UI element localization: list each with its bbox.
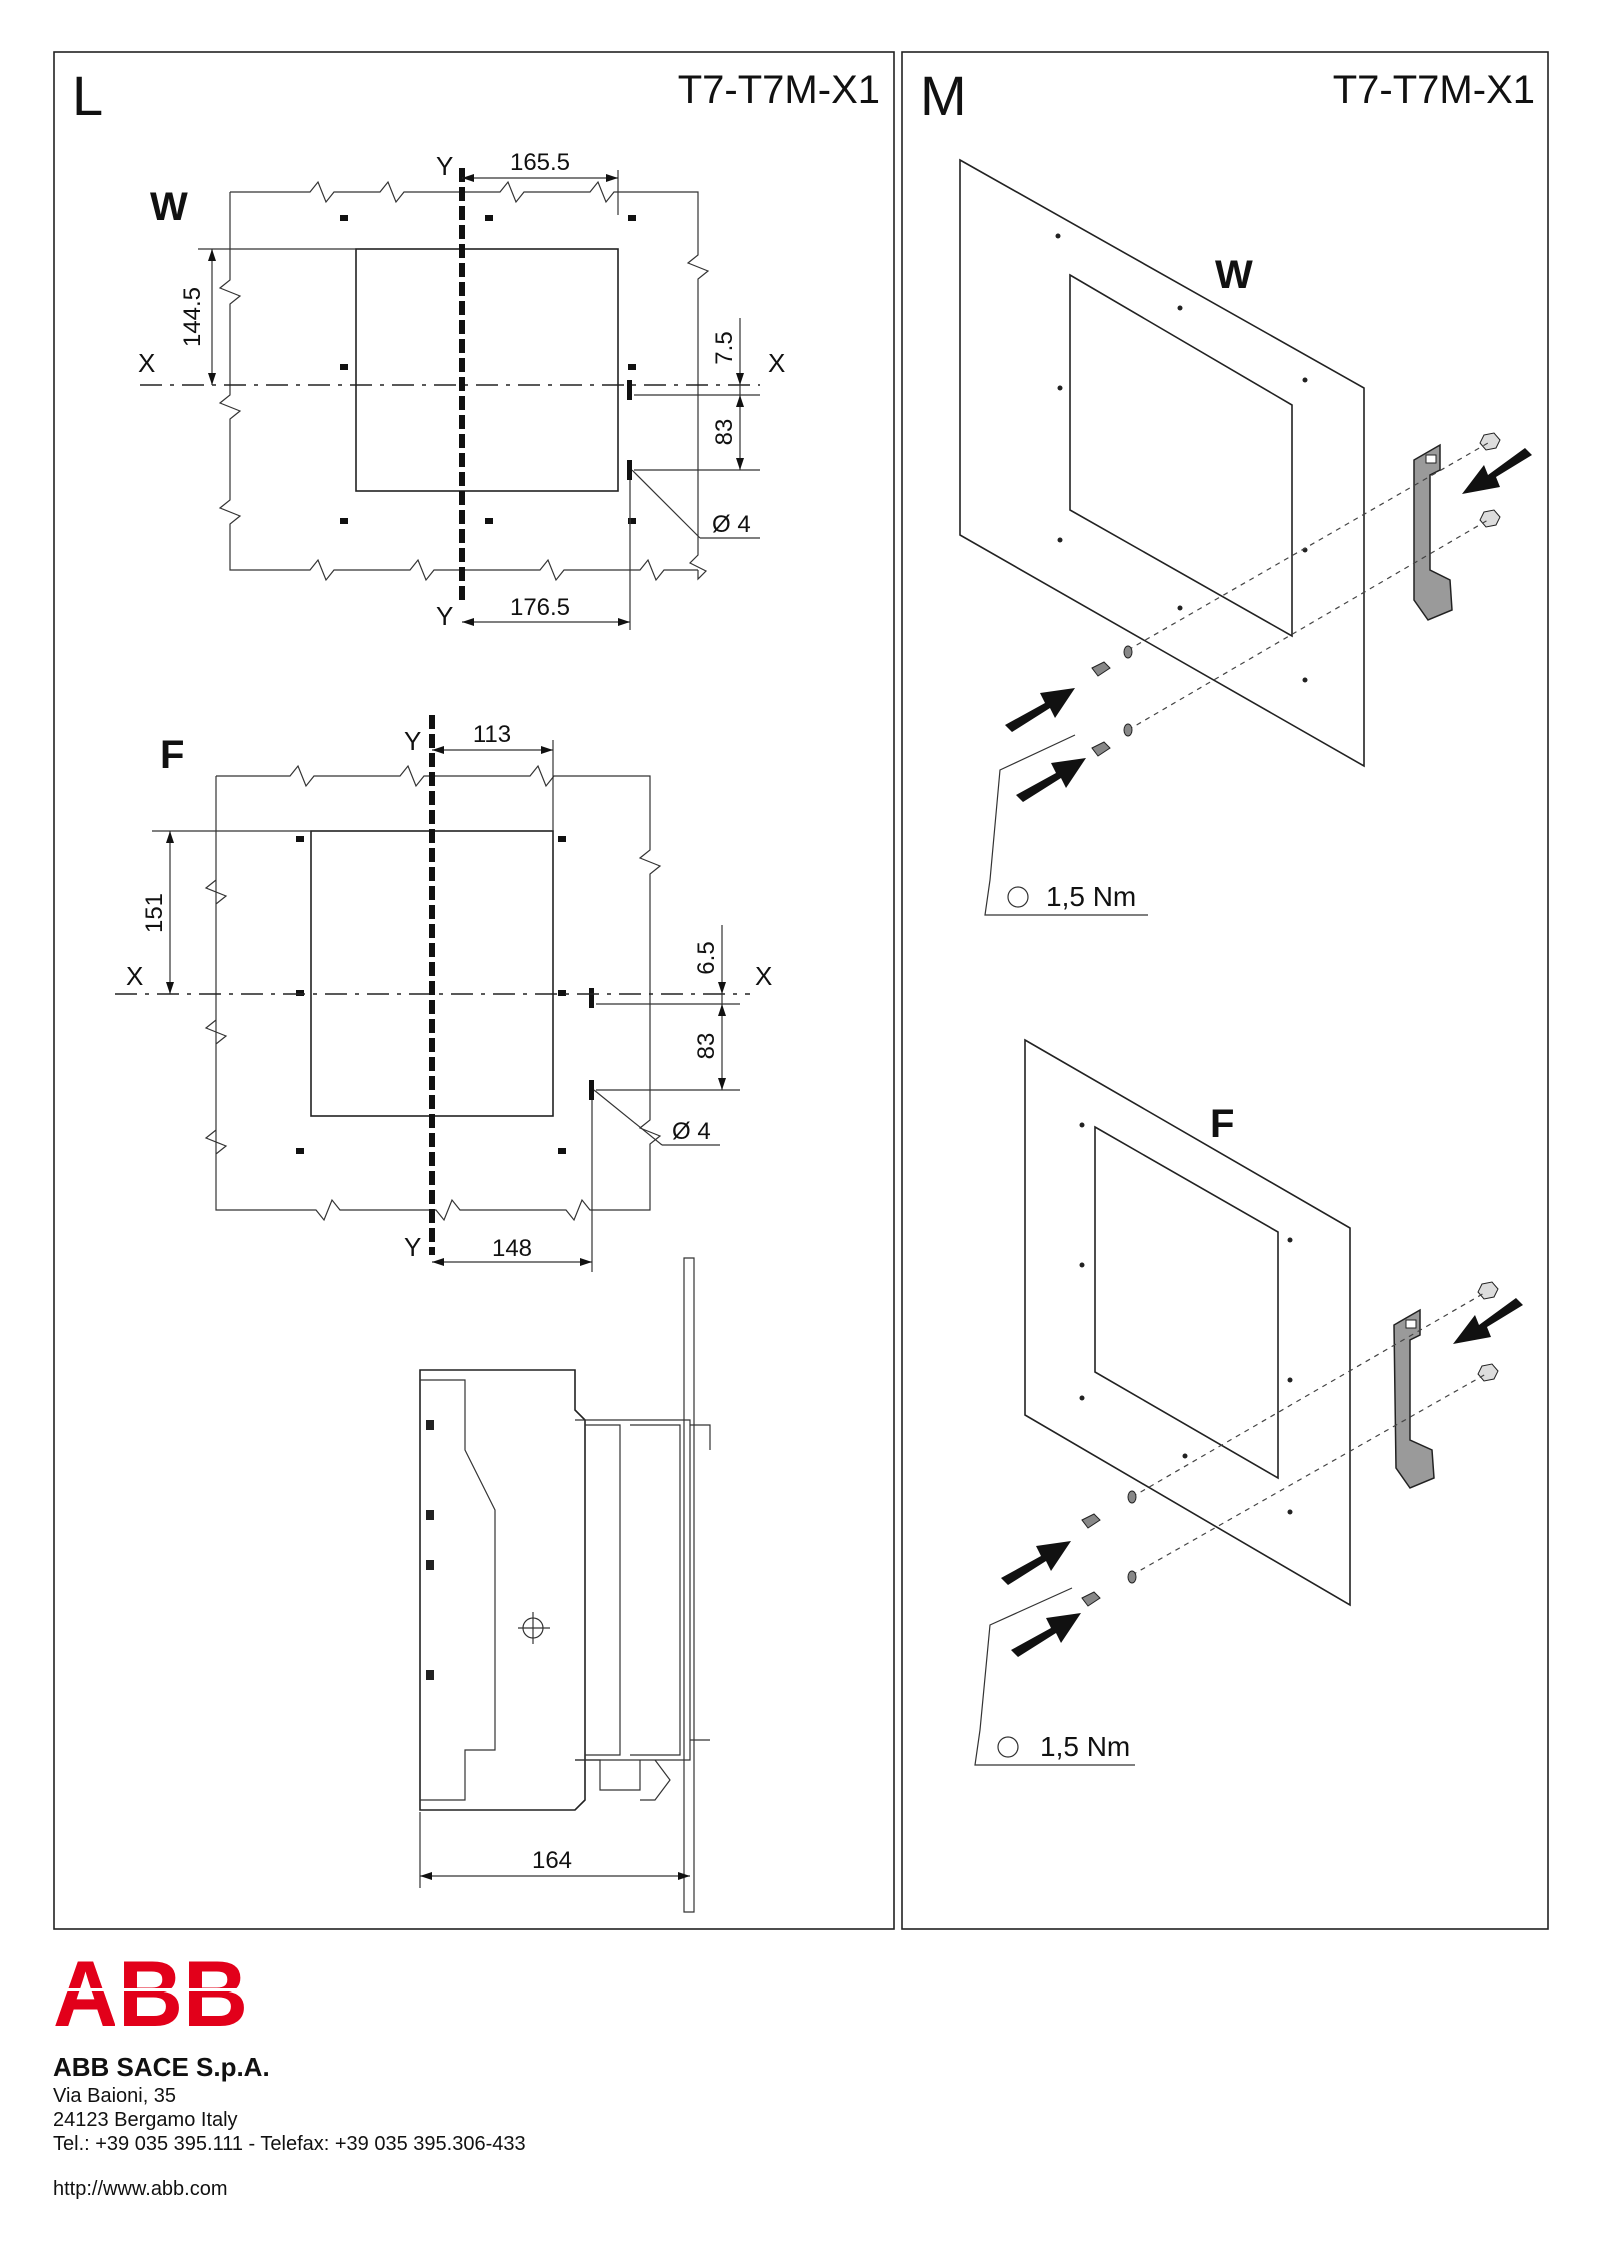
dim-right-small: 6.5 [693, 941, 720, 974]
footer: ABB ABB SACE S.p.A. Via Baioni, 35 24123… [53, 1950, 753, 2250]
screw-icon [1091, 741, 1111, 757]
assembly-view-w: W 1,5 Nm [959, 158, 1532, 916]
contact-phone: Tel.: +39 035 395.111 - Telefax: +39 035… [53, 2133, 526, 2155]
company-name: ABB SACE S.p.A. [53, 2052, 270, 2082]
website-link[interactable]: http://www.abb.com [53, 2178, 228, 2200]
panel-m-frame [901, 51, 1549, 1930]
dim-right: 83 [693, 1033, 720, 1060]
torque-value: 1,5 Nm [1040, 1731, 1130, 1762]
dim-bottom: 176.5 [510, 594, 570, 621]
address-line-1: Via Baioni, 35 [53, 2085, 177, 2107]
mounting-bracket [1413, 443, 1453, 621]
view-w-label: W [150, 185, 188, 229]
panel-m-model: T7-T7M-X1 [1333, 68, 1535, 112]
nut-icon [1479, 432, 1501, 451]
cutout-view-w: W X X Y Y 165.5 176.5 144.5 [138, 149, 785, 631]
panel-l-model: T7-T7M-X1 [678, 68, 880, 112]
address-line-2: 24123 Bergamo Italy [53, 2109, 238, 2131]
nut-icon [1477, 1363, 1499, 1382]
door-cutout [1069, 273, 1293, 638]
abb-logo: ABB [53, 1950, 248, 2030]
arrow-icon [1016, 758, 1086, 802]
panel-m-letter: M [920, 64, 967, 127]
panel-l-frame [53, 51, 895, 1930]
view-f-label: F [160, 733, 184, 777]
arrow-icon [1453, 1298, 1523, 1344]
screw-icon [1081, 1513, 1101, 1529]
axis-x-right: X [755, 961, 772, 991]
axis-y-top: Y [436, 151, 453, 181]
torque-value: 1,5 Nm [1046, 881, 1136, 912]
hole-diameter: Ø 4 [672, 1118, 711, 1145]
screw-icon [1091, 661, 1111, 677]
arrow-icon [1005, 688, 1075, 732]
breaker-side-view: 164 [419, 1257, 711, 1913]
panel-l-letter: L [72, 64, 103, 127]
door-cutout [1094, 1125, 1279, 1480]
view-w-label: W [1215, 253, 1253, 297]
torque-icon [1007, 886, 1029, 908]
axis-y-bottom: Y [436, 601, 453, 631]
axis-x-left: X [126, 961, 143, 991]
screw-icon [1081, 1591, 1101, 1607]
dim-top: 165.5 [510, 149, 570, 176]
arrow-icon [1001, 1541, 1071, 1585]
dim-right: 83 [711, 419, 738, 446]
axis-y-top: Y [404, 726, 421, 756]
panel-outline [204, 764, 662, 1222]
door-plate [1024, 1038, 1351, 1607]
panel-outline [218, 180, 710, 582]
mounting-bracket [1393, 1308, 1435, 1489]
axis-x-right: X [768, 348, 785, 378]
dim-left: 144.5 [179, 287, 206, 347]
axis-y-bottom: Y [404, 1232, 421, 1262]
dim-top: 113 [473, 721, 511, 748]
dim-left: 151 [141, 893, 168, 933]
axis-x-left: X [138, 348, 155, 378]
assembly-view-f: F 1,5 Nm [974, 1038, 1523, 1766]
cutout-rectangle [355, 248, 619, 492]
installation-drawing: L T7-T7M-X1 M T7-T7M-X1 W X X Y Y 165.5 [53, 51, 1549, 1930]
arrow-icon [1011, 1613, 1081, 1657]
dim-bottom: 148 [492, 1235, 532, 1262]
nut-icon [1479, 509, 1501, 528]
dim-right-small: 7.5 [711, 331, 738, 364]
hole-diameter: Ø 4 [712, 511, 751, 538]
door-plate [683, 1257, 695, 1913]
mounting-holes [340, 215, 636, 524]
dim-depth: 164 [532, 1847, 572, 1874]
mounting-holes [296, 836, 594, 1154]
view-f-label: F [1210, 1102, 1234, 1146]
nut-icon [1477, 1281, 1499, 1300]
arrow-icon [1462, 448, 1532, 494]
torque-icon [997, 1736, 1019, 1758]
door-plate [959, 158, 1365, 768]
cutout-view-f: F X X Y Y 113 148 151 6.5 83 [115, 715, 772, 1272]
